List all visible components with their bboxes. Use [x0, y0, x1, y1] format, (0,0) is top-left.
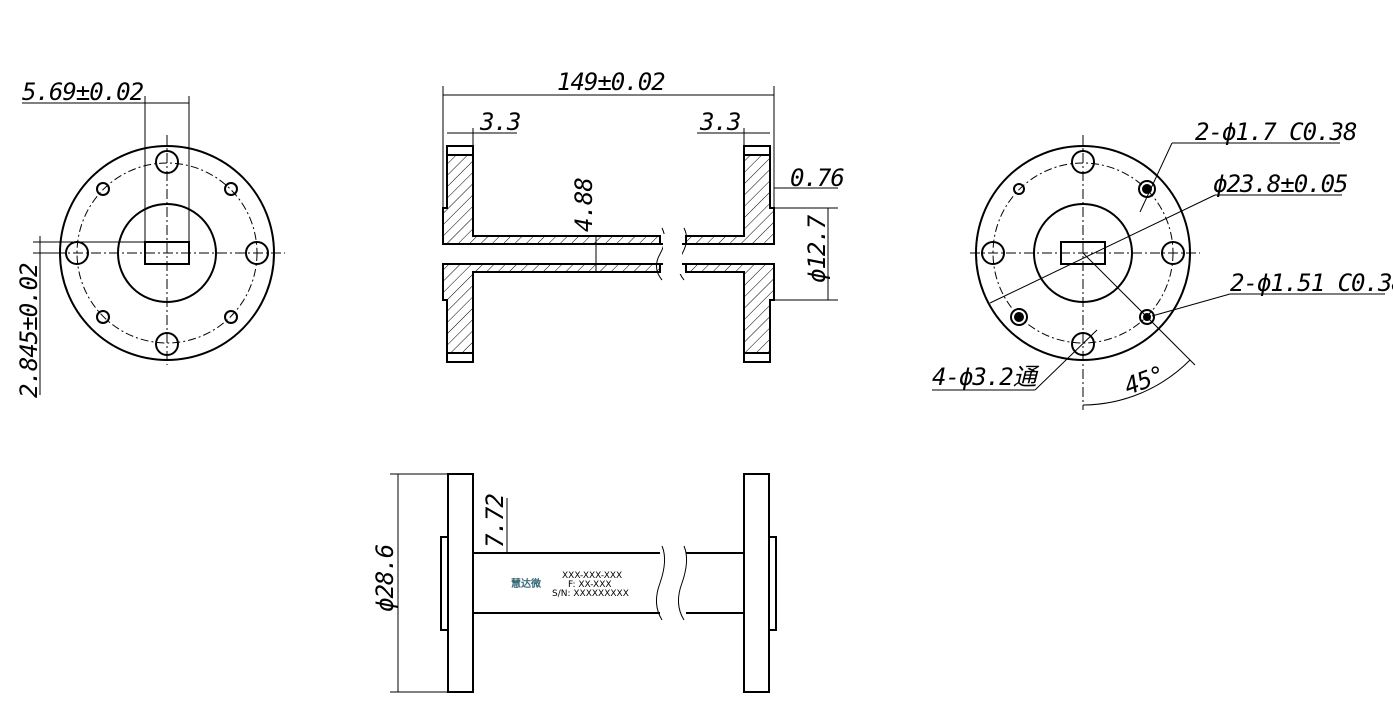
rear-hole-b-label: 2-ϕ1.51 C0.38 [1230, 269, 1393, 297]
rear-angle-line [1082, 252, 1196, 366]
section-left-flange-lower [442, 263, 661, 363]
section-dim-length-label: 149±0.02 [557, 68, 665, 96]
rear-pin-hole [1013, 183, 1025, 195]
section-dim-inner-label: 4.88 [570, 178, 598, 232]
section-flange-face [743, 145, 771, 156]
side-label-line1: XXX-XXX-XXX [562, 571, 622, 581]
rear-angle-arc [1082, 359, 1191, 406]
rear-leader [1139, 142, 1173, 213]
side-break-symbol [656, 545, 666, 621]
section-left-flange [442, 145, 661, 245]
front-pin-hole [224, 310, 238, 324]
section-break-gap [663, 234, 682, 274]
side-dim-height-label: 7.72 [481, 494, 509, 548]
front-pin-hole [96, 182, 110, 196]
rear-angle-label: 45° [1120, 361, 1168, 401]
rear-through-holes-label: 4-ϕ3.2通 [932, 363, 1040, 391]
rear-bolt-hole-right [1161, 241, 1185, 265]
rear-hole-a-label: 2-ϕ1.7 C0.38 [1195, 118, 1357, 146]
side-label-line3: S/N: XXXXXXXXX [552, 589, 629, 599]
front-pin-hole [96, 310, 110, 324]
rear-pin-hole-chamfered [1010, 308, 1028, 326]
section-dim-flange-right-label: 3.3 [699, 108, 740, 136]
section-dim-step-label: 0.76 [790, 164, 844, 192]
rear-bolt-hole-left [981, 241, 1005, 265]
rear-pin-hole-chamfered [1139, 309, 1155, 325]
section-view [442, 86, 838, 363]
section-right-flange [685, 145, 775, 245]
rear-pin-hole-chamfered [1014, 312, 1024, 322]
side-right-flange-lip [768, 536, 777, 631]
section-right-flange-lower [685, 263, 775, 363]
section-flange-face [743, 352, 771, 363]
side-view [390, 473, 777, 693]
rear-leader [1151, 293, 1231, 317]
rear-leader [1034, 329, 1098, 391]
front-dim-width-label: 5.69±0.02 [22, 78, 144, 106]
side-logo: 慧达微 [511, 577, 542, 590]
rear-view [932, 135, 1385, 410]
side-dim-diameter-label: ϕ28.6 [371, 544, 399, 612]
rear-leader [989, 194, 1216, 304]
side-break-symbol [678, 545, 688, 621]
section-flange-face [446, 352, 474, 363]
section-dim-flange-left-label: 3.3 [479, 108, 520, 136]
front-view [22, 96, 285, 395]
front-pin-hole [224, 182, 238, 196]
front-dim-height-label: 2.845±0.02 [15, 263, 43, 398]
side-label-line2: F: XX-XXX [568, 580, 612, 590]
side-left-flange [447, 473, 474, 693]
rear-pcd-label: ϕ23.8±0.05 [1213, 170, 1348, 198]
section-dim-diameter-label: ϕ12.7 [803, 214, 831, 283]
side-left-flange-lip [440, 536, 449, 631]
section-flange-face [446, 145, 474, 156]
side-right-flange [743, 473, 770, 693]
